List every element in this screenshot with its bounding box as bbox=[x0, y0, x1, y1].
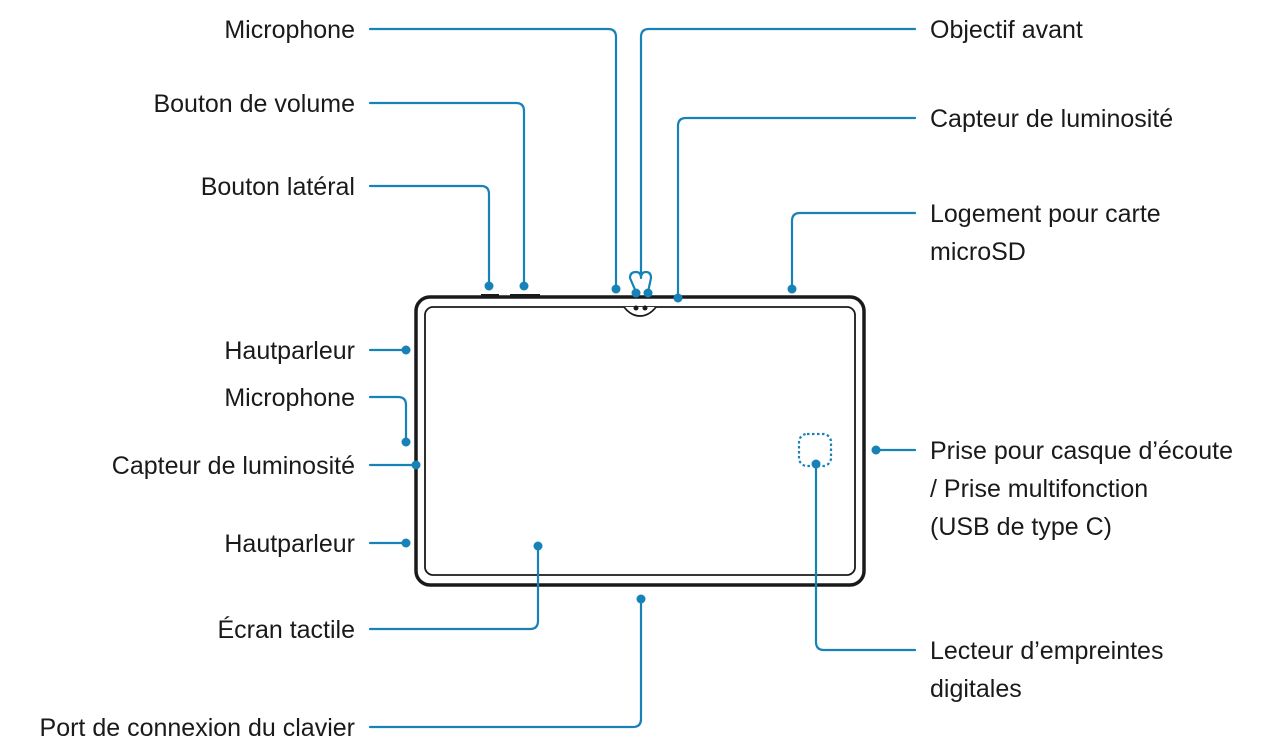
label-volume-button: Bouton de volume bbox=[153, 90, 355, 118]
camera-notch bbox=[623, 306, 657, 317]
label-microsd-slot-line2: microSD bbox=[930, 238, 1026, 266]
leader-touchscreen bbox=[368, 544, 540, 631]
label-top-light-sensor: Capteur de luminosité bbox=[930, 105, 1173, 133]
dot-touchscreen bbox=[533, 541, 543, 551]
label-microsd-slot-line1: Logement pour carte bbox=[930, 200, 1161, 228]
labels-left: Microphone Bouton de volume Bouton latér… bbox=[40, 16, 355, 742]
label-left-speaker-bottom: Hautparleur bbox=[224, 530, 355, 558]
label-headset-jack-line3: (USB de type C) bbox=[930, 513, 1112, 541]
label-front-camera: Objectif avant bbox=[930, 16, 1083, 44]
leader-front-camera bbox=[628, 27, 917, 294]
tablet-device bbox=[414, 294, 866, 587]
label-top-microphone: Microphone bbox=[224, 16, 355, 44]
label-left-speaker-top: Hautparleur bbox=[224, 337, 355, 365]
leader-left-microphone bbox=[368, 395, 408, 443]
leader-top-light-sensor bbox=[676, 116, 917, 299]
dot-volume-button bbox=[519, 281, 529, 291]
volume-button-hardware bbox=[510, 294, 540, 298]
label-headset-jack-line2: / Prise multifonction bbox=[930, 475, 1148, 503]
label-fingerprint-reader-line1: Lecteur d’empreintes bbox=[930, 637, 1163, 665]
leader-volume-button bbox=[368, 101, 526, 287]
label-fingerprint-reader-line2: digitales bbox=[930, 675, 1022, 703]
label-side-button: Bouton latéral bbox=[201, 173, 355, 201]
dot-left-light-sensor bbox=[411, 460, 421, 470]
dot-top-light-sensor bbox=[673, 293, 683, 303]
leader-keyboard-port bbox=[368, 598, 643, 729]
dot-side-button bbox=[484, 281, 494, 291]
leader-fingerprint-reader bbox=[814, 464, 917, 652]
fingerprint-area-outline bbox=[797, 432, 833, 468]
label-headset-jack-line1: Prise pour casque d’écoute bbox=[930, 437, 1233, 465]
label-left-light-sensor: Capteur de luminosité bbox=[112, 452, 355, 480]
leader-microsd-slot bbox=[790, 211, 917, 290]
dot-top-microphone bbox=[611, 284, 621, 294]
callout-dots bbox=[401, 281, 881, 604]
leader-side-button bbox=[368, 184, 491, 287]
dot-fingerprint-reader bbox=[811, 459, 821, 469]
dot-microsd-slot bbox=[787, 284, 797, 294]
label-touchscreen: Écran tactile bbox=[217, 615, 355, 644]
leader-lines bbox=[368, 27, 917, 729]
label-left-microphone: Microphone bbox=[224, 384, 355, 412]
dot-left-speaker-bottom bbox=[401, 538, 411, 548]
leader-top-microphone bbox=[368, 27, 618, 290]
notch-lens-right bbox=[642, 305, 648, 311]
notch-lens-left bbox=[633, 305, 639, 311]
dot-front-camera-right bbox=[643, 288, 653, 298]
dot-left-speaker-top bbox=[401, 345, 411, 355]
dot-headset-jack bbox=[871, 445, 881, 455]
dot-keyboard-port bbox=[636, 594, 646, 604]
dot-front-camera-left bbox=[631, 288, 641, 298]
dot-left-microphone bbox=[401, 437, 411, 447]
side-button-hardware bbox=[481, 294, 499, 298]
labels-right: Objectif avant Capteur de luminosité Log… bbox=[930, 16, 1233, 703]
label-keyboard-port: Port de connexion du clavier bbox=[40, 714, 355, 742]
tablet-screen-border bbox=[424, 306, 856, 576]
